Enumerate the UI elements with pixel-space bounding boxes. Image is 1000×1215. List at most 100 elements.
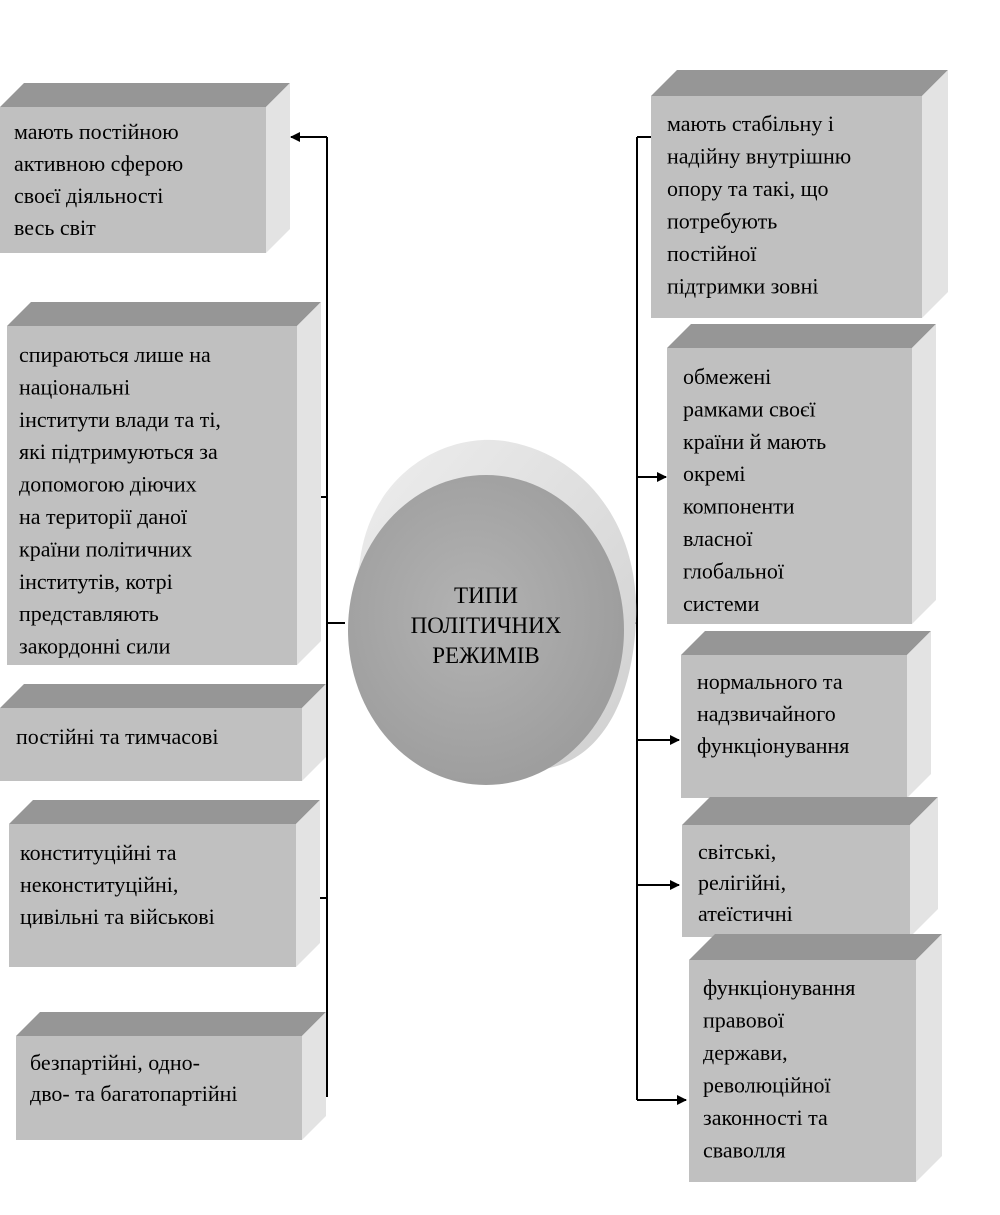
left-box-3: постійні та тимчасові xyxy=(0,684,326,781)
box-text-line: системи xyxy=(683,591,760,616)
box-text-line: постійної xyxy=(667,241,757,266)
box-text-line: правової xyxy=(703,1008,785,1033)
box-text-line: неконституційні, xyxy=(20,872,178,897)
center-title-line: ТИПИ xyxy=(454,583,518,608)
box-top-face xyxy=(9,800,320,824)
left-box-5: безпартійні, одно-дво- та багатопартійні xyxy=(16,1012,326,1140)
box-side-face xyxy=(922,70,948,318)
box-text-line: на території даної xyxy=(19,504,188,529)
box-front-face xyxy=(681,655,907,798)
box-front-face xyxy=(9,824,296,967)
box-text-line: потребують xyxy=(667,209,777,234)
box-side-face xyxy=(266,83,290,253)
box-top-face xyxy=(667,324,936,348)
right-box-1-text: мають стабільну і надійну внутрішню опору … xyxy=(667,111,851,299)
box-text-line: постійні та тимчасові xyxy=(16,724,219,749)
box-side-face xyxy=(302,1012,326,1140)
center-title: ТИПИ ПОЛІТИЧНИХ РЕЖИМІВ xyxy=(411,583,562,668)
left-box-5-text: безпартійні, одно-дво- та багатопартійні xyxy=(30,1050,238,1106)
box-text-line: які підтримуються за xyxy=(19,439,218,464)
box-text-line: функціонування xyxy=(697,733,849,758)
box-front-face xyxy=(0,107,266,253)
right-box-4: світські, релігійні, атеїстичні xyxy=(682,797,938,937)
left-box-1-text: мають постійною активною сферою своєї діял… xyxy=(14,119,183,240)
right-box-3-text: нормального та надзвичайного функціонуванн… xyxy=(697,669,849,758)
box-side-face xyxy=(302,684,326,781)
box-text-line: нормального та xyxy=(697,669,843,694)
box-text-line: окремі xyxy=(683,461,746,486)
box-text-line: активною сферою xyxy=(14,151,183,176)
box-text-line: атеїстичні xyxy=(698,901,793,926)
box-top-face xyxy=(16,1012,326,1036)
box-side-face xyxy=(907,631,931,798)
box-top-face xyxy=(7,302,321,326)
box-text-line: безпартійні, одно- xyxy=(30,1050,200,1075)
box-text-line: закордонні сили xyxy=(19,634,171,659)
box-text-line: законності та xyxy=(703,1105,828,1130)
right-box-4-text: світські, релігійні, атеїстичні xyxy=(698,839,793,926)
box-side-face xyxy=(297,302,321,665)
boxes-layer: мають постійною активною сферою своєї діял… xyxy=(0,70,948,1182)
box-front-face xyxy=(682,825,910,937)
right-box-1: мають стабільну і надійну внутрішню опору … xyxy=(651,70,948,318)
box-side-face xyxy=(296,800,320,967)
left-box-4: конституційні та неконституційні, цивільні… xyxy=(9,800,320,967)
box-text-line: своєї діяльності xyxy=(14,183,163,208)
box-text-line: весь світ xyxy=(14,215,96,240)
box-front-face xyxy=(667,348,912,624)
box-top-face xyxy=(682,797,938,825)
box-text-line: рамками своєї xyxy=(683,396,816,421)
box-text-line: інститутів, котрі xyxy=(19,569,173,594)
box-text-line: релігійні, xyxy=(698,870,786,895)
box-text-line: конституційні та xyxy=(20,840,177,865)
box-text-line: опору та такі, що xyxy=(667,176,829,201)
box-text-line: інститути влади та ті, xyxy=(19,407,221,432)
box-text-line: представляють xyxy=(19,601,159,626)
box-text-line: допомогою діючих xyxy=(19,472,197,497)
box-side-face xyxy=(910,797,938,937)
left-box-4-text: конституційні та неконституційні, цивільні… xyxy=(20,840,215,929)
box-text-line: сваволля xyxy=(703,1138,786,1163)
box-front-face xyxy=(7,326,297,665)
right-box-3: нормального та надзвичайного функціонуванн… xyxy=(681,631,931,798)
box-text-line: цивільні та військові xyxy=(20,904,215,929)
center-node-disk: ТИПИ ПОЛІТИЧНИХ РЕЖИМІВ xyxy=(348,439,637,785)
center-title-line: ПОЛІТИЧНИХ xyxy=(411,613,562,638)
box-text-line: мають постійною xyxy=(14,119,179,144)
box-front-face xyxy=(651,96,922,318)
box-text-line: національні xyxy=(19,374,130,399)
disk-face xyxy=(348,475,624,785)
left-box-3-text: постійні та тимчасові xyxy=(16,724,219,749)
box-text-line: функціонування xyxy=(703,975,855,1000)
box-text-line: підтримки зовні xyxy=(667,274,818,299)
box-text-line: держави, xyxy=(703,1040,788,1065)
box-text-line: компоненти xyxy=(683,494,795,519)
box-top-face xyxy=(0,83,290,107)
box-text-line: глобальної xyxy=(683,558,785,583)
box-front-face xyxy=(0,708,302,781)
connector-lines xyxy=(290,132,687,1105)
box-top-face xyxy=(0,684,326,708)
box-text-line: надійну внутрішню xyxy=(667,144,851,169)
box-top-face xyxy=(689,934,942,960)
box-text-line: світські, xyxy=(698,839,776,864)
left-box-1: мають постійною активною сферою своєї діял… xyxy=(0,83,290,253)
box-text-line: мають стабільну і xyxy=(667,111,834,136)
box-text-line: обмежені xyxy=(683,364,771,389)
box-side-face xyxy=(912,324,936,624)
box-text-line: надзвичайного xyxy=(697,701,836,726)
box-side-face xyxy=(916,934,942,1182)
center-title-text: ТИПИ ПОЛІТИЧНИХ РЕЖИМІВ xyxy=(411,583,562,668)
box-top-face xyxy=(651,70,948,96)
box-front-face xyxy=(689,960,916,1182)
box-front-face xyxy=(16,1036,302,1140)
center-title-line: РЕЖИМІВ xyxy=(432,643,540,668)
box-top-face xyxy=(681,631,931,655)
